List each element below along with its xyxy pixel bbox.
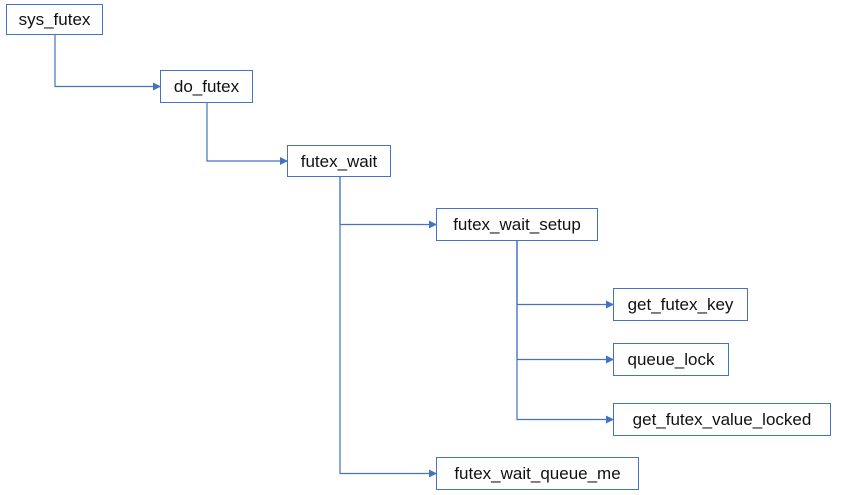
node-get-futex-value-locked: get_futex_value_locked — [613, 403, 831, 436]
node-sys-futex: sys_futex — [6, 4, 103, 35]
edge-futex-wait-to-futex-wait-setup — [339, 177, 437, 229]
node-do-futex: do_futex — [160, 70, 253, 103]
node-futex-wait-setup: futex_wait_setup — [436, 208, 598, 241]
node-futex-wait: futex_wait — [287, 145, 391, 177]
edge-futex-wait-setup-to-queue-lock — [516, 241, 614, 364]
edge-futex-wait-setup-to-get-futex-value-locked — [516, 241, 614, 424]
edge-futex-wait-setup-to-get-futex-key — [516, 241, 614, 309]
edge-futex-wait-to-futex-wait-queue-me — [339, 177, 437, 478]
edge-do-futex-to-futex-wait — [206, 103, 288, 165]
node-get-futex-key: get_futex_key — [613, 288, 748, 321]
edge-sys-futex-to-do-futex — [54, 35, 161, 91]
node-queue-lock: queue_lock — [613, 343, 729, 376]
node-futex-wait-queue-me: futex_wait_queue_me — [436, 457, 639, 490]
